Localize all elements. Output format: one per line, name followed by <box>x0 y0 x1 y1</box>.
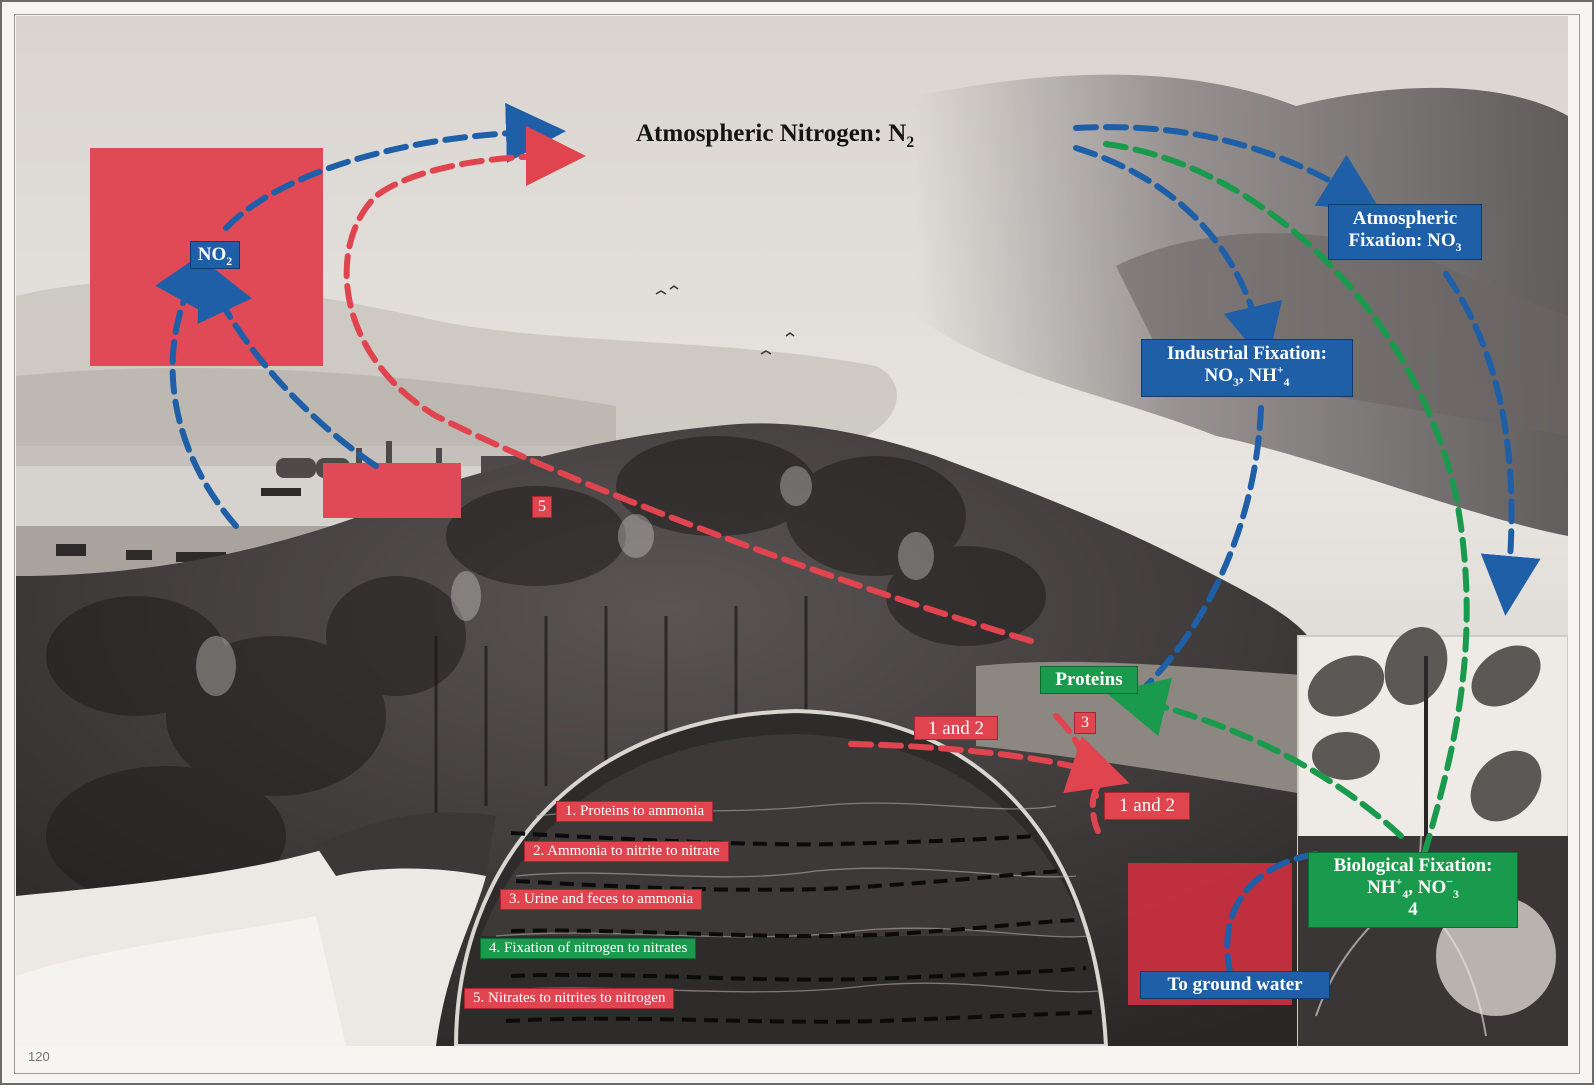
biological-fixation-line1: Biological Fixation: <box>1333 855 1493 876</box>
industrial-fixation-nh-sup: + <box>1276 363 1284 377</box>
biological-fixation-nh-sup: + <box>1395 875 1403 889</box>
diagram-title: Atmospheric Nitrogen: N2 <box>636 120 914 152</box>
biological-fixation-no-sup: − <box>1446 875 1453 889</box>
no2-label: NO2 <box>190 241 240 269</box>
step-3-label: 3. Urine and feces to ammonia <box>500 889 703 910</box>
illustration: Atmospheric Nitrogen: N2 NO2 Atmospheric… <box>16 16 1568 1046</box>
arrow-denitrification-to-atmosphere <box>343 126 1034 644</box>
arrow-factory-to-no2 <box>197 256 379 469</box>
arrow-n2-to-biological-fixation <box>1103 141 1470 869</box>
industrial-fixation-label: Industrial Fixation: NO3, NH+4 <box>1141 339 1353 397</box>
industrial-fixation-line1: Industrial Fixation: <box>1167 343 1327 364</box>
arrow-n2-to-industrial-fixation <box>1073 145 1283 366</box>
biological-fixation-nh: NH <box>1367 876 1396 898</box>
no2-label-text: NO <box>197 244 227 265</box>
industrial-fixation-nh-sub: 4 <box>1283 375 1290 389</box>
step-5-label: 5. Nitrates to nitrites to nitrogen <box>464 988 675 1009</box>
arrow-industrial-to-proteins <box>1143 405 1264 689</box>
industrial-fixation-line2: NO3, NH+4 <box>1142 363 1352 389</box>
title-text: Atmospheric Nitrogen: N <box>636 120 907 147</box>
arrow-three <box>1053 713 1099 799</box>
industrial-fixation-no: NO <box>1204 364 1234 386</box>
biological-fixation-no: , NO <box>1408 876 1447 898</box>
industrial-fixation-nh: , NH <box>1238 364 1277 386</box>
no2-label-sub: 2 <box>226 254 233 268</box>
arrow-biological-to-proteins <box>1106 677 1404 839</box>
atmospheric-fixation-line2: Fixation: NO3 <box>1329 229 1481 254</box>
biological-fixation-line2: NH+4, NO−3 <box>1309 875 1517 901</box>
arrow-one-and-two-a <box>848 736 1130 794</box>
arrow-no2-to-atmosphere <box>223 102 566 231</box>
biological-fixation-label: Biological Fixation: NH+4, NO−3 4 <box>1308 852 1518 928</box>
figure-inner-border <box>14 14 1580 1074</box>
step-2-label: 2. Ammonia to nitrite to nitrate <box>524 841 729 862</box>
process-label-1-and-2-b: 1 and 2 <box>1104 792 1190 820</box>
industrial-fixation-no-sub: 3 <box>1233 375 1239 389</box>
title-subscript: 2 <box>906 134 915 151</box>
biological-fixation-no-sub: 3 <box>1452 887 1459 901</box>
arrow-to-ground-water <box>1224 851 1319 979</box>
atmospheric-fixation-label: Atmospheric Fixation: NO3 <box>1328 204 1482 260</box>
arrow-atmospheric-fixation-down <box>1443 271 1541 616</box>
step-4-label: 4. Fixation of nitrogen to nitrates <box>480 938 697 959</box>
ground-water-label: To ground water <box>1140 971 1330 999</box>
atmospheric-fixation-line1: Atmospheric <box>1352 208 1458 229</box>
biological-fixation-step-number: 4 <box>1408 898 1418 920</box>
process-label-3: 3 <box>1074 712 1096 734</box>
arrow-vehicles-to-no2 <box>155 247 239 529</box>
biological-fixation-nh-sub: 4 <box>1402 887 1409 901</box>
arrow-one-and-two-b <box>1089 783 1101 834</box>
arrow-n2-to-atmospheric-fixation <box>1073 124 1382 212</box>
atmospheric-fixation-sub: 3 <box>1455 240 1462 254</box>
step-1-label: 1. Proteins to ammonia <box>556 801 714 822</box>
factory-emission-block <box>323 463 461 518</box>
process-label-1-and-2-a: 1 and 2 <box>914 716 998 740</box>
atmospheric-fixation-text: Fixation: NO <box>1348 229 1456 251</box>
proteins-label: Proteins <box>1040 666 1138 694</box>
page-number: 120 <box>28 1049 50 1064</box>
process-label-5: 5 <box>532 496 552 518</box>
